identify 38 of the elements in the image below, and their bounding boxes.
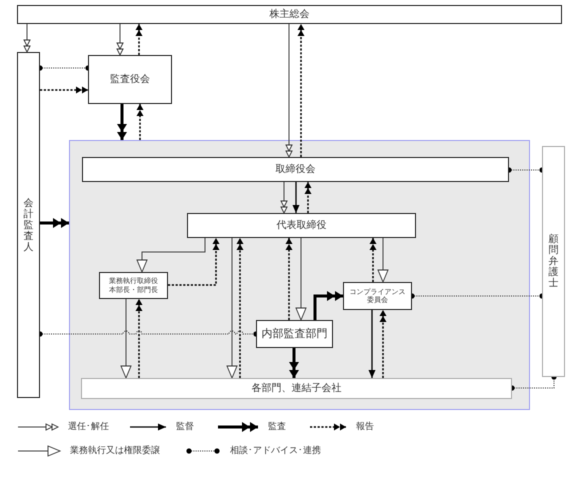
- board-box: [82, 157, 509, 182]
- executive-box: [187, 213, 416, 238]
- executive-box: [99, 272, 168, 299]
- legend-label: 監査: [268, 420, 286, 433]
- legend-label: 監督: [176, 420, 194, 433]
- connector-line: [37, 65, 91, 71]
- arrow: [136, 238, 206, 272]
- lawyer-column: [542, 146, 565, 377]
- legend-label: 報告: [356, 420, 374, 433]
- legend-label: 選任･解任: [68, 420, 109, 433]
- company-area: [69, 140, 530, 410]
- auditor-column: [17, 52, 40, 398]
- arrow: [368, 310, 376, 378]
- node-label: 顧問弁護士: [548, 234, 558, 289]
- node-label: 株主総会: [270, 8, 310, 20]
- arrow: [314, 291, 343, 320]
- committee-box: [343, 282, 412, 310]
- node-label: 各部門、連結子会社: [252, 382, 342, 394]
- departments-box: [81, 378, 512, 399]
- legend-label: 相談･アドバイス･連携: [230, 444, 321, 457]
- connector-line: [509, 374, 557, 391]
- node-label: 監査役会: [110, 74, 150, 86]
- node-label: 代表取締役: [276, 220, 326, 232]
- arrow: [120, 298, 132, 378]
- connector-line: [506, 167, 545, 173]
- legend-label: 業務執行又は権限委譲: [70, 444, 160, 457]
- arrow: [296, 238, 306, 320]
- node-label: 会計監査人: [24, 198, 34, 252]
- connector-line: [409, 293, 545, 299]
- connector-line: [37, 330, 259, 337]
- arrow: [378, 238, 388, 282]
- meeting-box: [17, 5, 562, 24]
- audit-department-box: [256, 320, 333, 348]
- arrow: [292, 182, 300, 213]
- board-box: [88, 55, 172, 104]
- node-label: 取締役会: [276, 164, 316, 176]
- node-label: 内部監査部門: [262, 327, 328, 341]
- arrow: [226, 238, 238, 378]
